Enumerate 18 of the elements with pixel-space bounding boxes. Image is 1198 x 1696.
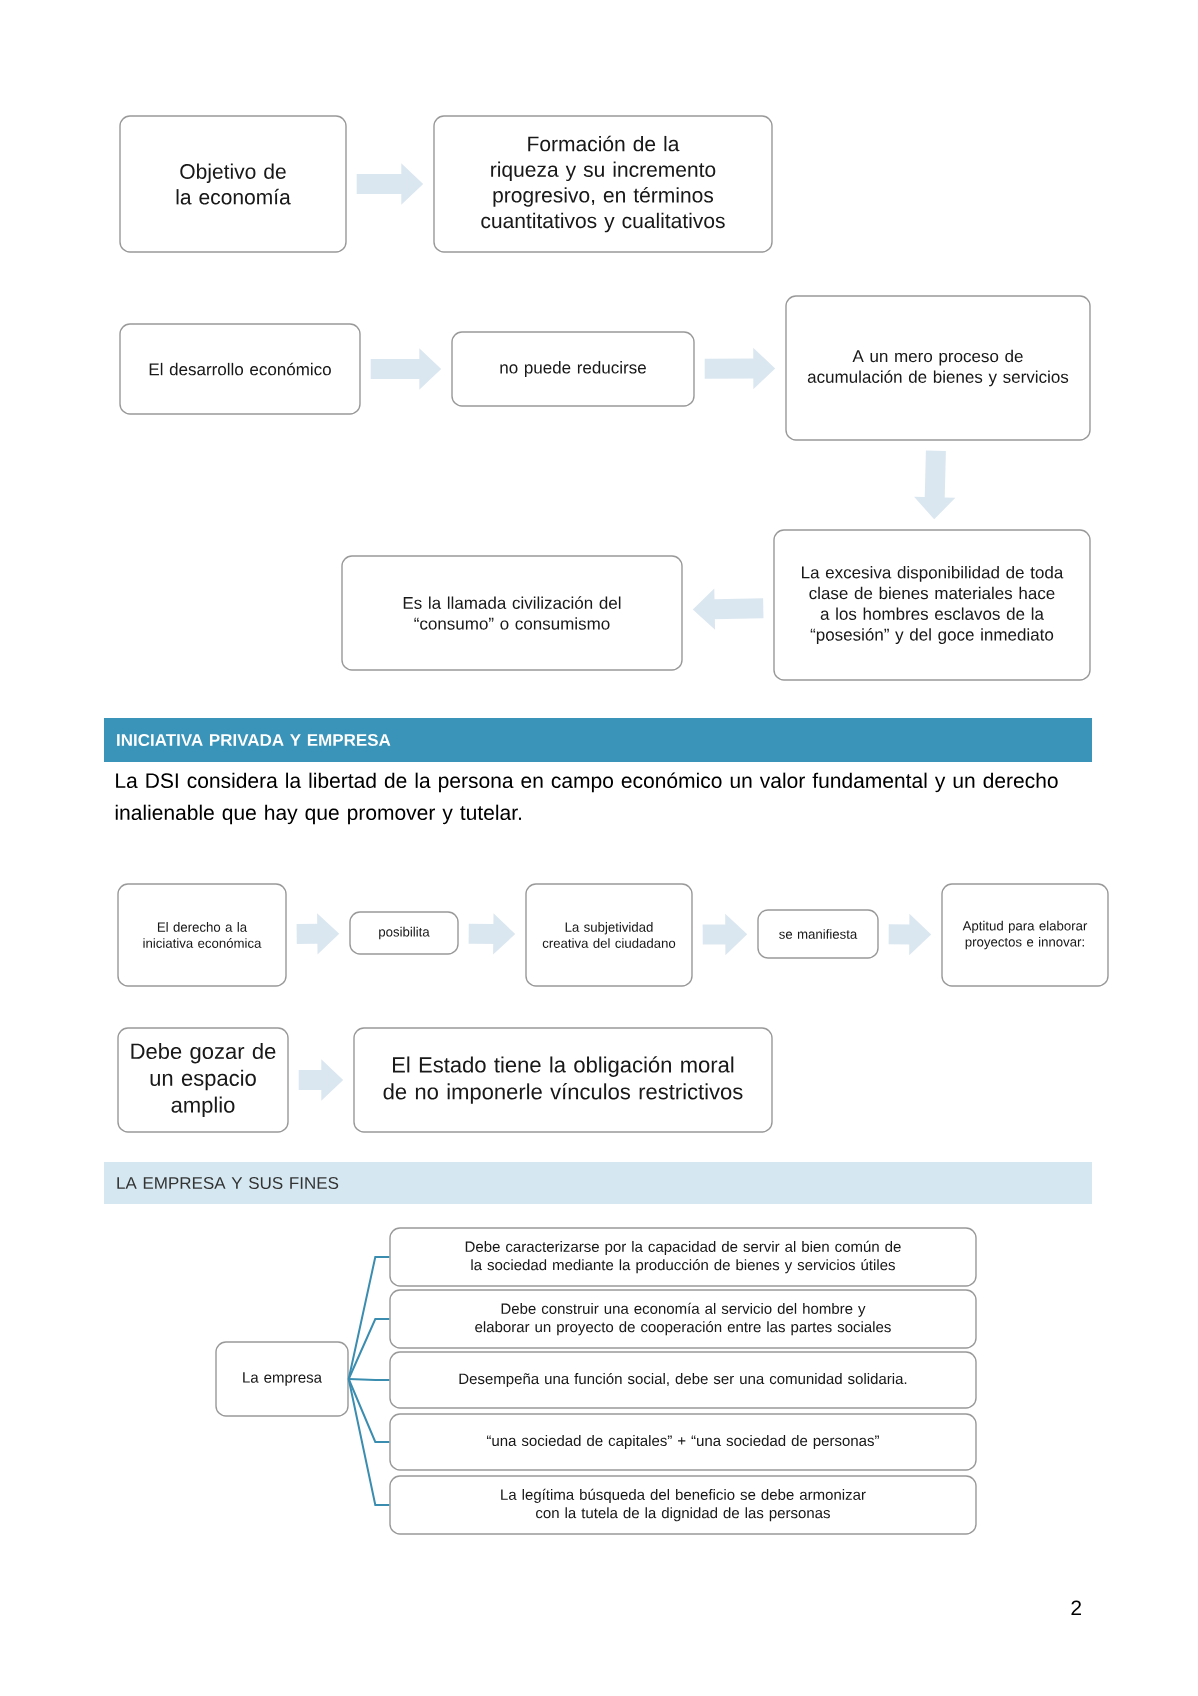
process-box: no puede reducirse [451, 331, 695, 407]
process-box: Es la llamada civilización del “consumo” o consumismo [341, 555, 683, 671]
process-box: A un mero proceso de acumulación de bienes y servicios [785, 295, 1091, 441]
section-header-band: INICIATIVA PRIVADA Y EMPRESA [104, 718, 1092, 762]
connector-line [347, 1318, 391, 1380]
process-box: Formación de la riqueza y su incremento progresivo, en términos cuantitativos y cualitativos [433, 115, 773, 253]
connector-line [347, 1256, 391, 1380]
section-header-band: LA EMPRESA Y SUS FINES [104, 1162, 1092, 1204]
connector-line [347, 1378, 391, 1506]
paragraph-text: La DSI considera la libertad de la persona en campo económico un valor fundamental y un derecho inalienable que hay que promover y tutelar. [115, 772, 1058, 825]
process-box: El Estado tiene la obligación moral de no imponerle vínculos restrictivos [353, 1027, 773, 1133]
connector-line [347, 1378, 391, 1443]
page-number: 2 [1071, 1600, 1081, 1616]
connector-line [347, 1378, 391, 1381]
process-box: Debe gozar de un espacio amplio [117, 1027, 289, 1133]
process-box: La excesiva disponibilidad de toda clase de bienes materiales hace a los hombres esclavos de la “posesión” y del goce inmediato [773, 529, 1091, 681]
process-box: El desarrollo económico [119, 323, 361, 415]
process-box: Objetivo de la economía [119, 115, 347, 253]
